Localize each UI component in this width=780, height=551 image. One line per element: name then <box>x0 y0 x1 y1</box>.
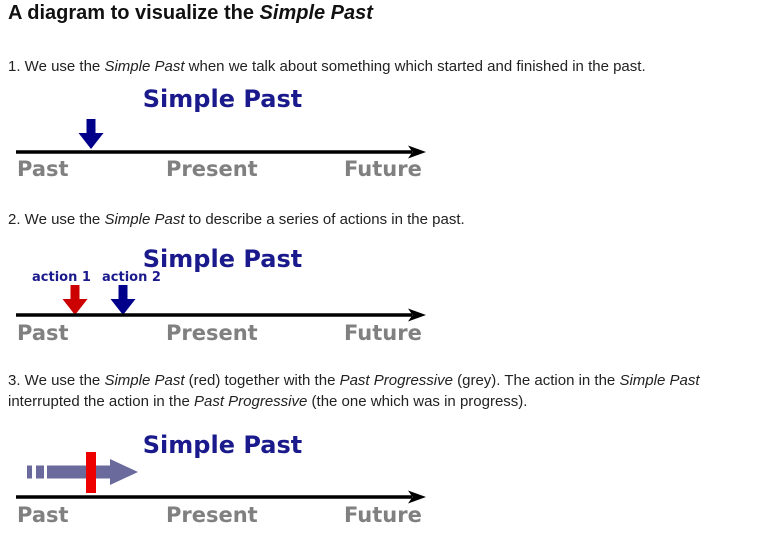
paragraph-3-text: (red) together with the <box>184 372 340 389</box>
term-past-progressive: Past Progressive <box>339 372 453 389</box>
paragraph-1-text: 1. We use the <box>8 58 105 75</box>
blue-down-arrow-icon <box>110 285 136 315</box>
timeline-arrow <box>16 145 426 159</box>
term-simple-past: Simple Past <box>104 58 185 75</box>
term-past-progressive: Past Progressive <box>193 393 308 410</box>
timeline-arrow <box>16 308 426 322</box>
red-down-arrow-icon <box>62 285 88 315</box>
diagram-title: Simple Past <box>142 245 303 273</box>
paragraph-3-text: 3. We use the <box>8 372 105 389</box>
timeline-label-present: Present <box>166 157 258 181</box>
paragraph-1-text: when we talk about something which start… <box>184 58 646 75</box>
term-simple-past: Simple Past <box>104 372 185 389</box>
paragraph-3-text: (the one which was in progress). <box>307 393 528 410</box>
paragraph-3-text: interrupted the action in the <box>8 393 194 410</box>
timeline-label-future: Future <box>344 503 422 527</box>
diagram-title: Simple Past <box>142 85 303 113</box>
interruption-bar-icon <box>86 452 96 493</box>
term-simple-past: Simple Past <box>104 211 185 228</box>
paragraph-3-text: (grey). The action in the <box>452 372 620 389</box>
diagram-title: Simple Past <box>142 431 303 459</box>
term-simple-past: Simple Past <box>619 372 700 389</box>
paragraph-1: 1. We use the Simple Past when we talk a… <box>8 56 770 77</box>
action-1-label: action 1 <box>32 270 91 285</box>
timeline-label-present: Present <box>166 503 258 527</box>
timeline-label-past: Past <box>17 503 69 527</box>
diagram-interrupted-action: Simple Past Past Present Future <box>0 428 445 551</box>
timeline-label-past: Past <box>17 321 69 345</box>
paragraph-2: 2. We use the Simple Past to describe a … <box>8 209 770 230</box>
timeline-label-present: Present <box>166 321 258 345</box>
timeline-label-past: Past <box>17 157 69 181</box>
diagram-series-of-actions: Simple Past action 1 action 2 Past Prese… <box>0 245 445 353</box>
paragraph-2-text: 2. We use the <box>8 211 105 228</box>
timeline-label-future: Future <box>344 321 422 345</box>
paragraph-2-text: to describe a series of actions in the p… <box>184 211 465 228</box>
page-title-text: A diagram to visualize the <box>8 2 260 24</box>
page-title-emphasis: Simple Past <box>259 2 373 24</box>
page-title: A diagram to visualize the Simple Past <box>8 2 373 25</box>
timeline-label-future: Future <box>344 157 422 181</box>
blue-down-arrow-icon <box>78 119 104 149</box>
timeline-arrow <box>16 490 426 504</box>
action-2-label: action 2 <box>102 270 161 285</box>
paragraph-3: 3. We use the Simple Past (red) together… <box>8 370 770 412</box>
past-progressive-arrow-icon <box>27 459 138 485</box>
diagram-single-action: Simple Past Past Present Future <box>0 85 445 190</box>
